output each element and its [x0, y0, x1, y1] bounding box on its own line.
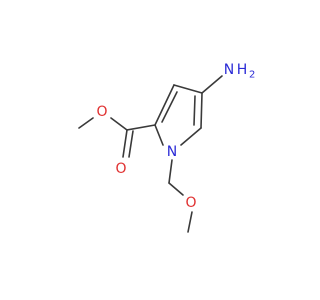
ring-nitrogen-label: N [167, 144, 177, 160]
bond-ch2-ether-oxygen [168, 182, 184, 196]
carbonyl-oxygen-label: O [115, 161, 126, 177]
bond-carbonyl-double-a [122, 129, 128, 158]
bond-carbonyl-double-b [128, 130, 134, 158]
amine-nitrogen-label: N [224, 62, 234, 78]
molecule-structure: N H 2 N O O O [78, 62, 255, 233]
bond-c4-c5 [200, 92, 203, 129]
bond-c2-c3 [154, 84, 175, 126]
bond-ether-oxygen-methyl [187, 211, 193, 233]
bond-c3-c4 [173, 84, 203, 94]
bond-c5-c5-double [193, 95, 196, 126]
bond-c2-carbonyl-carbon [126, 124, 156, 131]
bond-n1-ch2 [168, 159, 173, 184]
bond-carbonyl-ester-oxygen [110, 117, 128, 131]
amine-hydrogen-label: H [237, 62, 248, 78]
bond-ester-oxygen-methyl [78, 117, 94, 129]
bond-c5-n1 [180, 127, 202, 146]
bond-c2-c3-double [161, 91, 178, 123]
amine-hydrogen-count: 2 [249, 70, 255, 81]
bond-n1-c2 [154, 124, 164, 146]
ether-oxygen-label: O [185, 195, 196, 211]
ester-oxygen-label: O [96, 104, 107, 120]
bond-c4-nh2 [201, 75, 223, 94]
molecule-canvas: N H 2 N O O O [78, 62, 256, 233]
